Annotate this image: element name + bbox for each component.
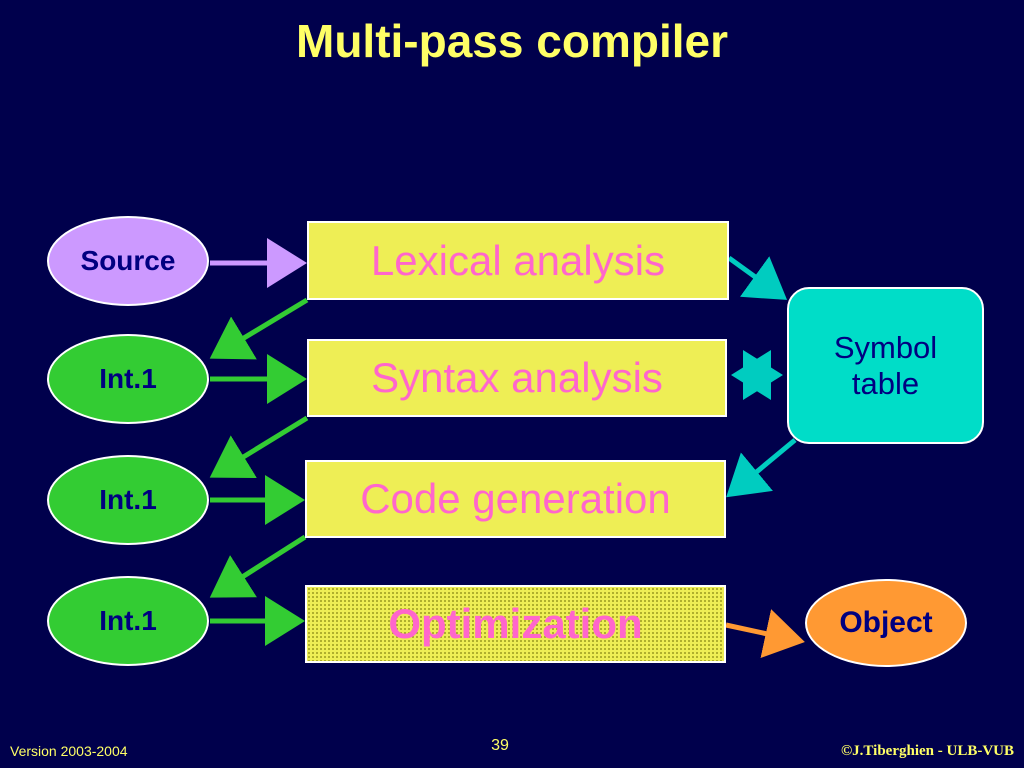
- intermediate-node-1: Int.1: [47, 334, 209, 424]
- object-node: Object: [805, 579, 967, 667]
- intermediate-label-1: Int.1: [99, 363, 157, 394]
- intermediate-node-3: Int.1: [47, 576, 209, 666]
- symbol-table-label-line1: Symbol: [833, 329, 938, 365]
- symbol-table-label-line2: table: [851, 365, 920, 401]
- lexical-analysis-label: Lexical analysis: [370, 236, 666, 284]
- arrow-lexical-to-int1a: [209, 297, 309, 360]
- intermediate-label-2: Int.1: [99, 484, 157, 515]
- intermediate-node-2: Int.1: [47, 455, 209, 545]
- arrow-syntax-to-int1b: [209, 415, 309, 479]
- arrow-symbol-table-to-codegen: [726, 438, 797, 498]
- optimization-box: Optimization: [305, 585, 726, 663]
- syntax-analysis-label: Syntax analysis: [371, 354, 663, 401]
- footer-version: Version 2003-2004: [10, 743, 128, 759]
- slide-title: Multi-pass compiler: [296, 15, 728, 67]
- footer-page-number: 39: [491, 737, 509, 754]
- arrow-lexical-to-symbol-table: [727, 255, 788, 300]
- code-generation-box: Code generation: [305, 460, 726, 538]
- arrow-codegen-to-int1c: [209, 534, 307, 598]
- symbol-table-node: Symbol table: [787, 287, 984, 444]
- lexical-analysis-box: Lexical analysis: [307, 221, 729, 300]
- intermediate-label-3: Int.1: [99, 605, 157, 636]
- syntax-analysis-box: Syntax analysis: [307, 339, 727, 417]
- optimization-label: Optimization: [388, 600, 643, 647]
- object-label: Object: [839, 606, 933, 639]
- arrow-optimization-to-object: [725, 609, 805, 659]
- footer-copyright: ©J.Tiberghien - ULB-VUB: [840, 743, 1014, 759]
- source-node: Source: [47, 216, 209, 306]
- source-label: Source: [80, 245, 176, 276]
- code-generation-label: Code generation: [360, 475, 671, 522]
